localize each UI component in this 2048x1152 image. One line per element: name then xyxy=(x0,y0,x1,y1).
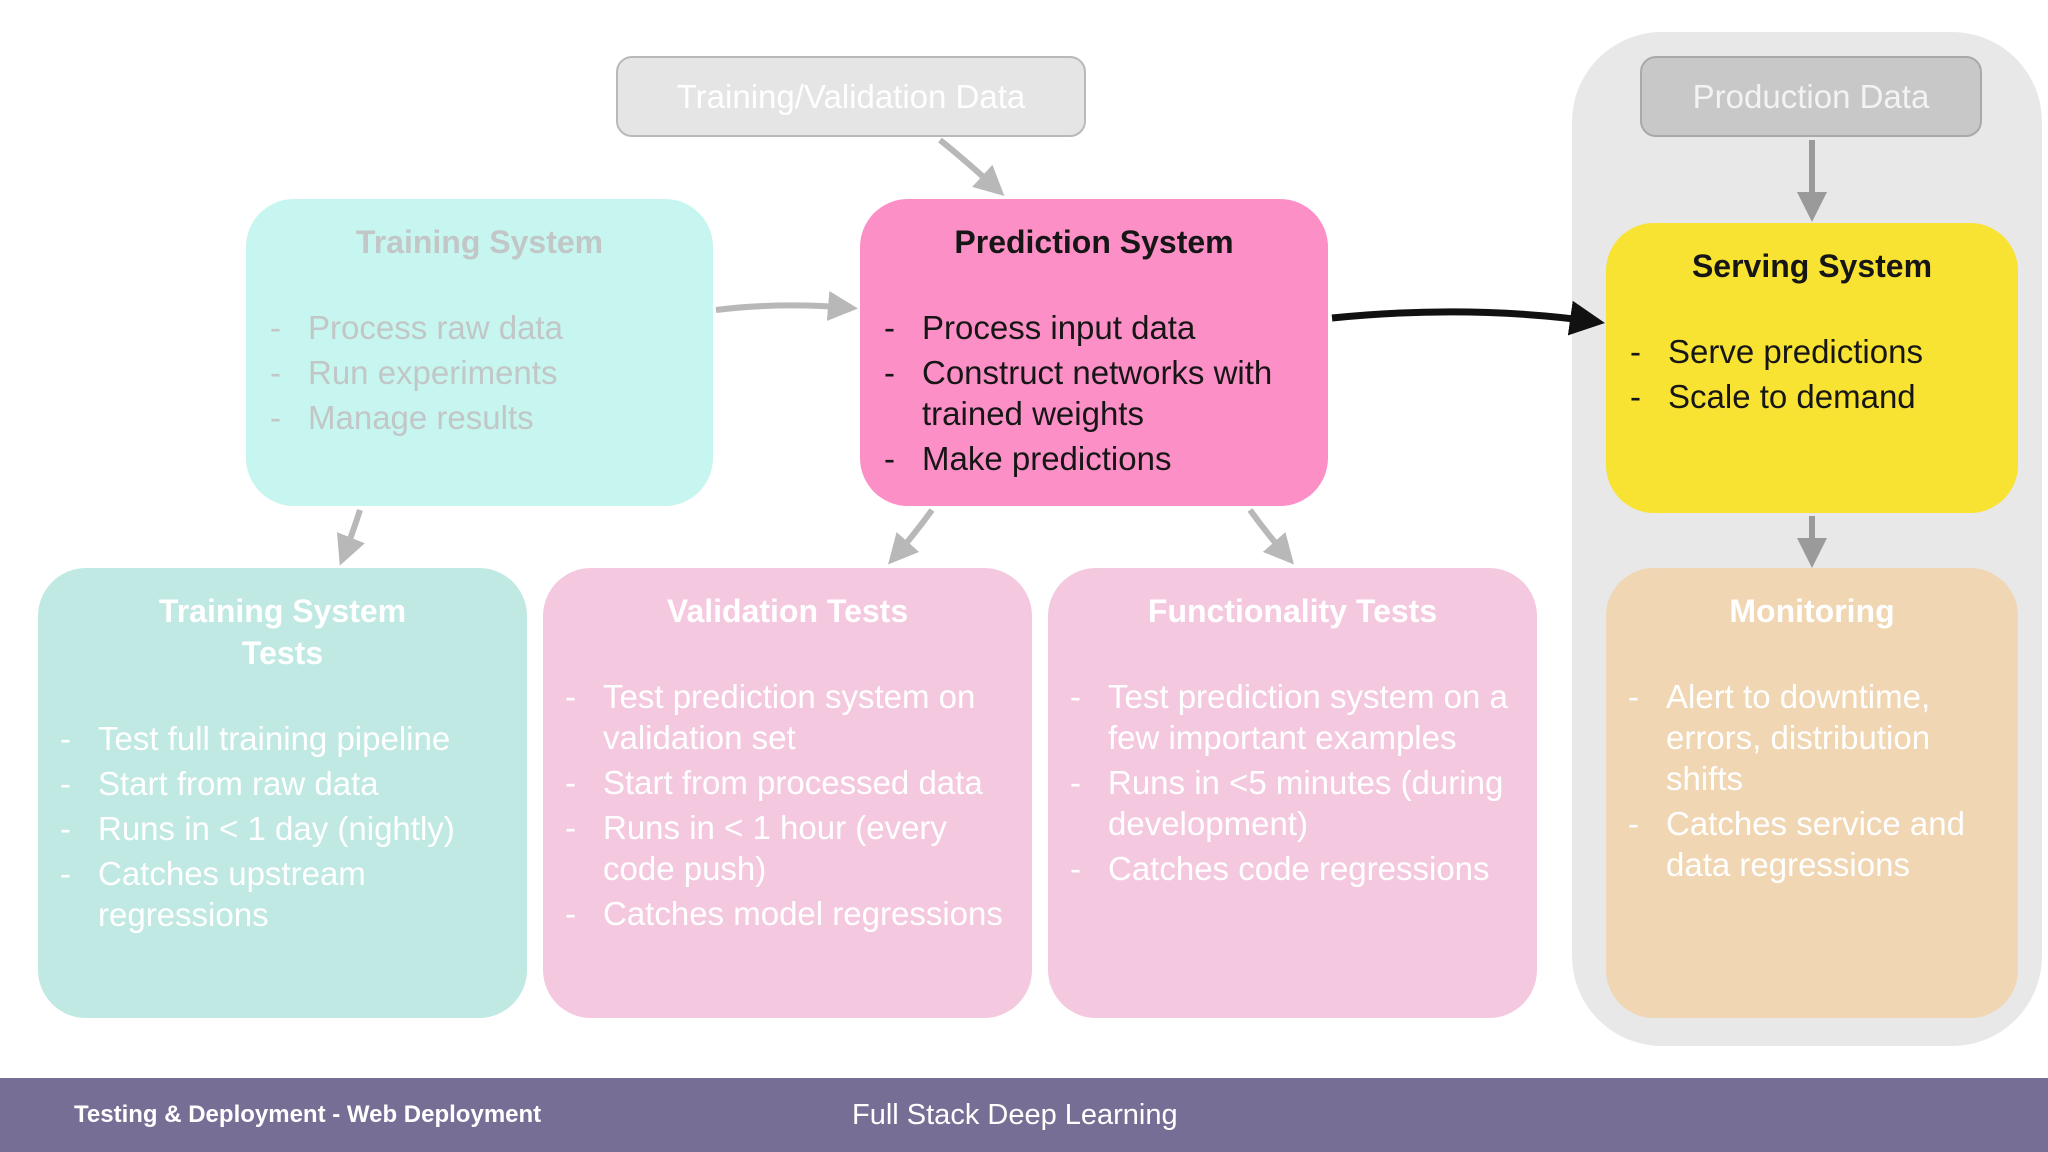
list-item: Run experiments xyxy=(270,352,690,393)
list-item: Runs in <5 minutes (during development) xyxy=(1070,762,1520,844)
arrow-prediction-to-serving xyxy=(1331,300,1605,336)
prediction-system-title: Prediction System xyxy=(954,224,1234,260)
monitoring-items: Alert to downtime, errors, distribution … xyxy=(1628,676,1998,889)
functionality-tests-items: Test prediction system on a few importan… xyxy=(1070,676,1520,893)
footer-bar: Testing & Deployment - Web Deployment Fu… xyxy=(0,1078,2048,1152)
serving-system-title: Serving System xyxy=(1691,248,1933,284)
footer-center-label: Full Stack Deep Learning xyxy=(852,1099,1178,1131)
list-item: Test full training pipeline xyxy=(60,718,505,759)
training-validation-data-node: Training/Validation Data xyxy=(616,56,1086,137)
training-system-tests-node: Training System Tests Test full training… xyxy=(38,568,527,1018)
list-item: Serve predictions xyxy=(1630,331,2000,372)
list-item: Construct networks with trained weights xyxy=(884,352,1304,434)
list-item: Start from processed data xyxy=(565,762,1015,803)
arrow-prediction-to-functionality xyxy=(1247,508,1294,565)
validation-tests-node: Validation Tests Test prediction system … xyxy=(543,568,1032,1018)
arrow-training-to-prediction xyxy=(715,291,858,321)
list-item: Process input data xyxy=(884,307,1304,348)
training-system-node: Training System Process raw data Run exp… xyxy=(246,199,713,506)
arrow-training-to-tests xyxy=(336,509,365,566)
training-system-items: Process raw data Run experiments Manage … xyxy=(270,307,690,442)
list-item: Start from raw data xyxy=(60,763,505,804)
arrow-data-to-prediction xyxy=(938,137,1005,197)
functionality-tests-node: Functionality Tests Test prediction syst… xyxy=(1048,568,1537,1018)
list-item: Catches code regressions xyxy=(1070,848,1520,889)
list-item: Runs in < 1 day (nightly) xyxy=(60,808,505,849)
training-system-title: Training System xyxy=(355,224,604,260)
list-item: Catches service and data regressions xyxy=(1628,803,1998,885)
list-item: Catches model regressions xyxy=(565,893,1015,934)
list-item: Manage results xyxy=(270,397,690,438)
serving-system-items: Serve predictions Scale to demand xyxy=(1630,331,2000,421)
list-item: Process raw data xyxy=(270,307,690,348)
list-item: Scale to demand xyxy=(1630,376,2000,417)
monitoring-node: Monitoring Alert to downtime, errors, di… xyxy=(1606,568,2018,1018)
validation-tests-items: Test prediction system on validation set… xyxy=(565,676,1015,938)
list-item: Make predictions xyxy=(884,438,1304,479)
prediction-system-items: Process input data Construct networks wi… xyxy=(884,307,1304,483)
list-item: Test prediction system on validation set xyxy=(565,676,1015,758)
monitoring-title: Monitoring xyxy=(1729,593,1895,629)
footer-left-label: Testing & Deployment - Web Deployment xyxy=(74,1101,542,1128)
production-data-node: Production Data xyxy=(1640,56,1982,137)
list-item: Runs in < 1 hour (every code push) xyxy=(565,807,1015,889)
functionality-tests-title: Functionality Tests xyxy=(1147,593,1438,629)
training-system-tests-title: Training System Tests xyxy=(158,593,407,671)
prediction-system-node: Prediction System Process input data Con… xyxy=(860,199,1328,506)
list-item: Test prediction system on a few importan… xyxy=(1070,676,1520,758)
list-item: Catches upstream regressions xyxy=(60,853,505,935)
serving-system-node: Serving System Serve predictions Scale t… xyxy=(1606,223,2018,513)
arrow-prediction-to-validation xyxy=(888,508,935,565)
validation-tests-title: Validation Tests xyxy=(666,593,909,629)
training-system-tests-items: Test full training pipeline Start from r… xyxy=(60,718,505,939)
list-item: Alert to downtime, errors, distribution … xyxy=(1628,676,1998,799)
